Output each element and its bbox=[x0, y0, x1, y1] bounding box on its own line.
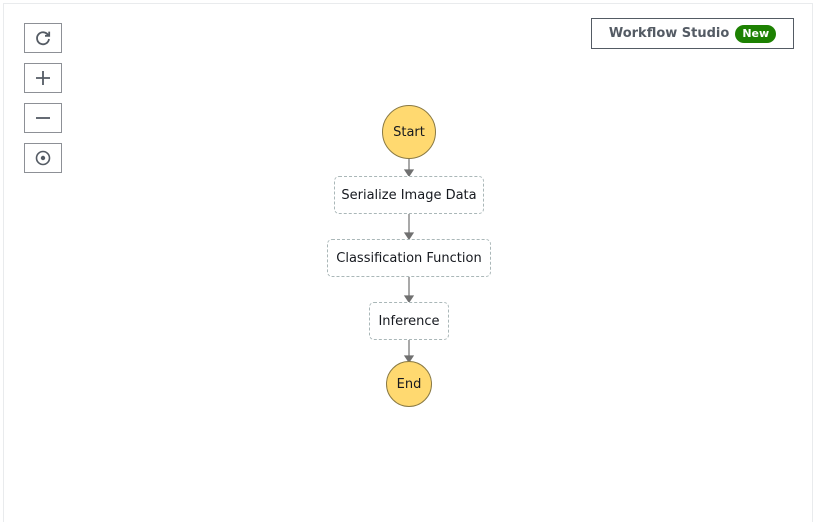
zoom-out-icon bbox=[36, 117, 50, 119]
end-node[interactable]: End bbox=[386, 361, 432, 407]
start-node[interactable]: Start bbox=[382, 105, 436, 159]
state-node-classification-function[interactable]: Classification Function bbox=[327, 239, 491, 277]
state-node-inference[interactable]: Inference bbox=[369, 302, 449, 340]
center-icon bbox=[35, 150, 51, 166]
refresh-icon bbox=[36, 31, 51, 46]
zoom-out-button[interactable] bbox=[24, 103, 62, 133]
new-badge: New bbox=[735, 24, 777, 43]
zoom-in-icon bbox=[36, 71, 50, 85]
reset-view-button[interactable] bbox=[24, 23, 62, 53]
state-node-serialize-image-data[interactable]: Serialize Image Data bbox=[334, 176, 484, 214]
workflow-studio-label: Workflow Studio bbox=[608, 26, 730, 41]
workflow-studio-button[interactable]: Workflow Studio New bbox=[591, 18, 794, 49]
center-graph-button[interactable] bbox=[24, 143, 62, 173]
zoom-in-button[interactable] bbox=[24, 63, 62, 93]
